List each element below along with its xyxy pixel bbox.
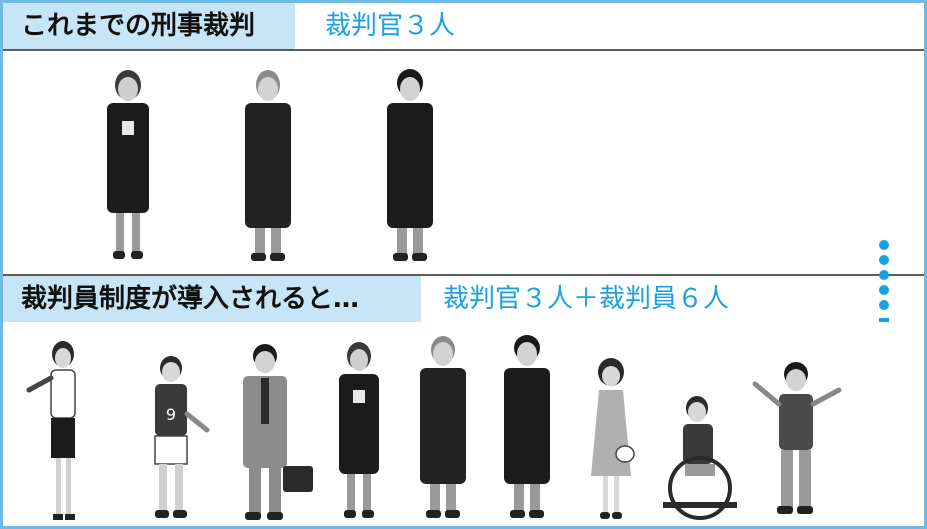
new-system-header: 裁判員制度が導入されると… 裁判官３人＋裁判員６人 bbox=[3, 274, 924, 324]
judge-figure-6 bbox=[504, 335, 550, 518]
current-system-header: これまでの刑事裁判 裁判官３人 bbox=[3, 3, 924, 51]
judge-figure-1 bbox=[107, 70, 149, 259]
new-system-panel: 9 bbox=[3, 322, 924, 526]
judge-figure-3 bbox=[387, 69, 433, 261]
new-system-composition: 裁判官３人＋裁判員６人 bbox=[443, 284, 730, 314]
judge-figure-2 bbox=[245, 70, 291, 261]
current-system-composition: 裁判官３人 bbox=[325, 11, 456, 41]
current-system-panel bbox=[3, 51, 924, 272]
lay-judge-figure-6 bbox=[752, 362, 842, 514]
lay-judge-figure-2: 9 bbox=[154, 356, 210, 518]
lay-judge-figure-3 bbox=[243, 344, 313, 520]
judge-figure-5 bbox=[420, 336, 466, 518]
lay-judge-figure-4 bbox=[591, 358, 635, 519]
lay-judge-figure-5 bbox=[663, 396, 737, 520]
lay-judge-figure-1 bbox=[26, 341, 76, 520]
new-system-label: 裁判員制度が導入されると… bbox=[3, 276, 421, 322]
judge-figure-4 bbox=[339, 342, 379, 518]
svg-text:9: 9 bbox=[166, 405, 176, 424]
current-system-label: これまでの刑事裁判 bbox=[3, 3, 295, 49]
